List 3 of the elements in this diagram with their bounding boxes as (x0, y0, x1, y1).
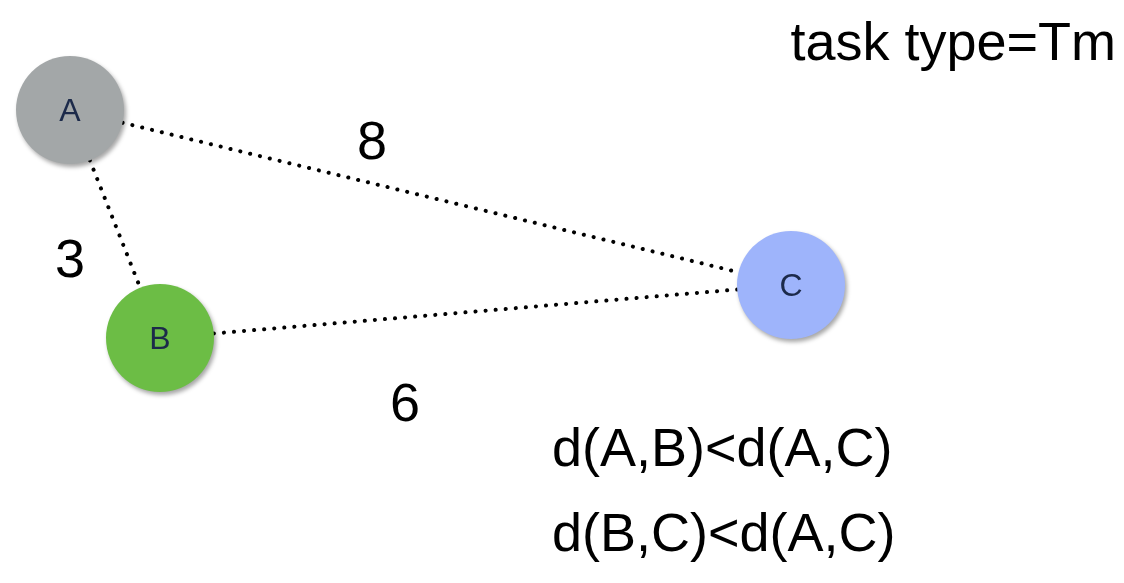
node-label: C (779, 269, 803, 301)
node-label: B (149, 322, 171, 354)
node-label: A (59, 94, 81, 126)
